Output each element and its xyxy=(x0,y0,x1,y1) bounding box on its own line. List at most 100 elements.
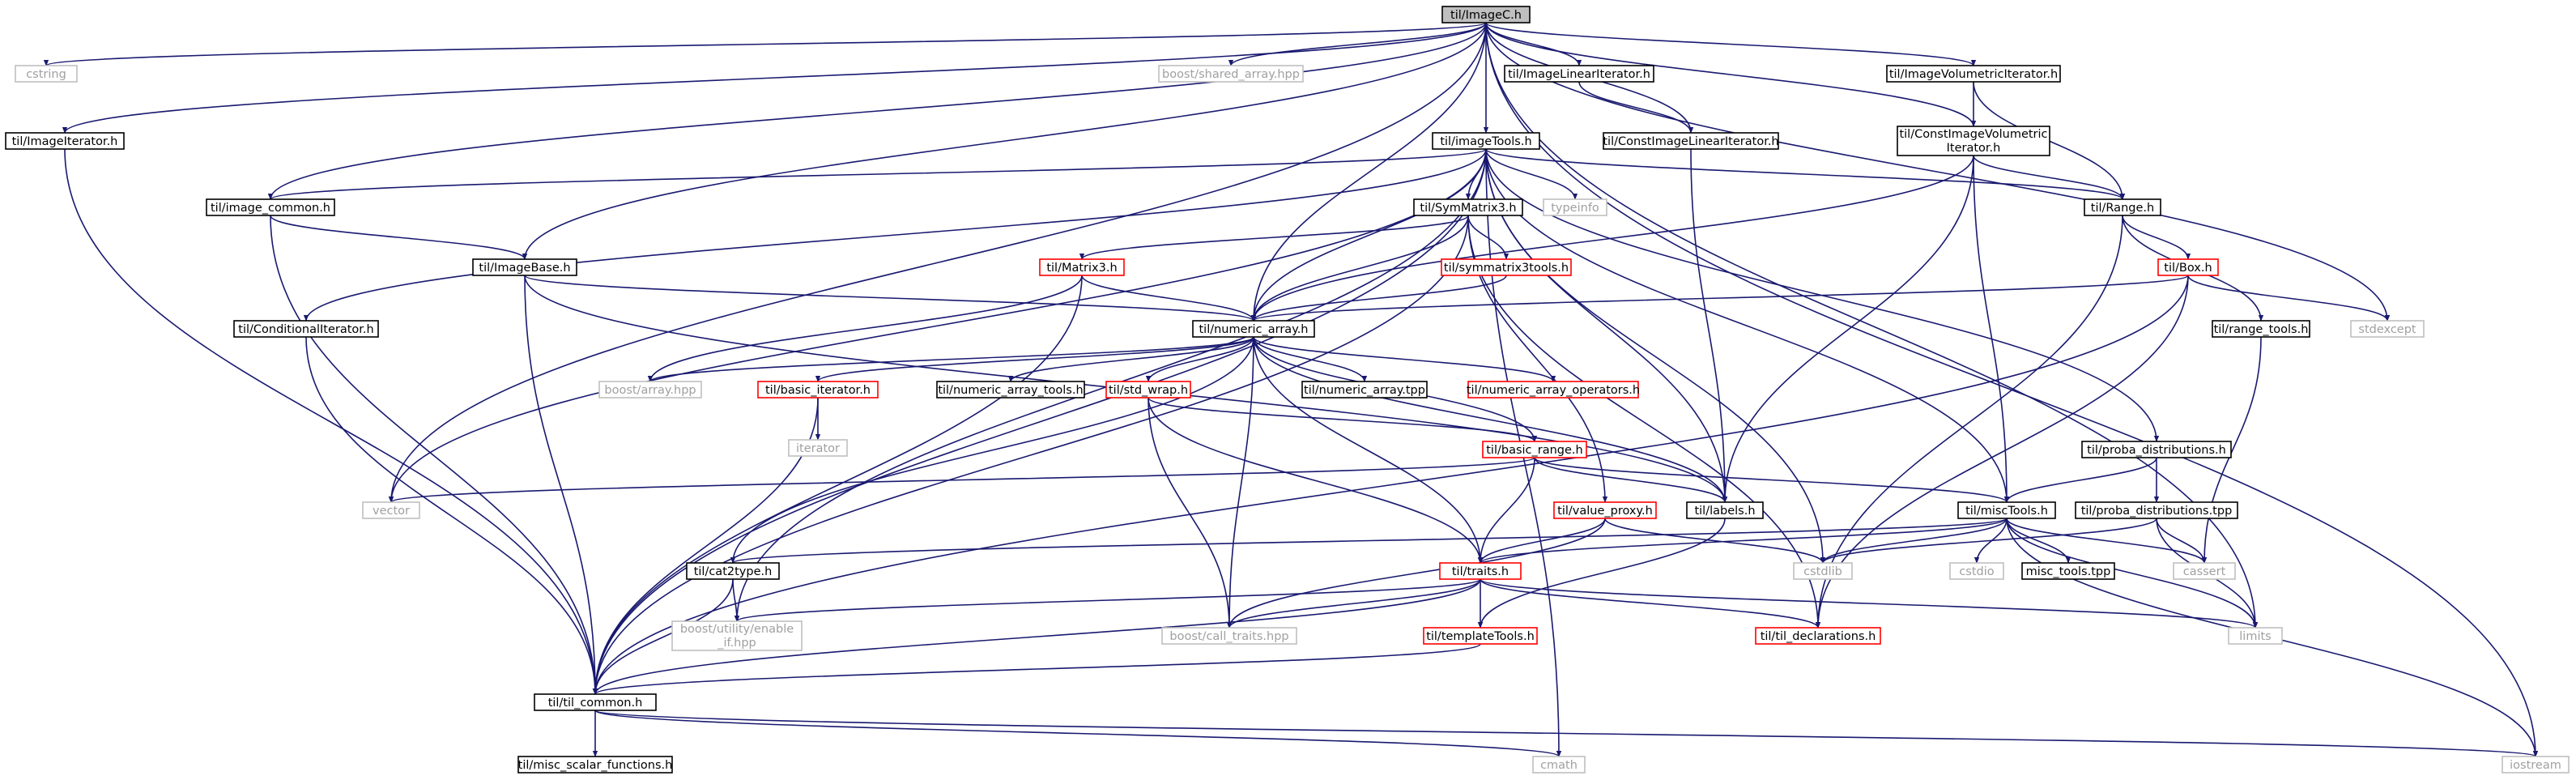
edge-imageC-to-imageIterator xyxy=(62,22,1487,134)
node-proba_distributions_tpp[interactable]: til/proba_distributions.tpp xyxy=(2075,501,2238,519)
node-label: vector xyxy=(373,505,410,518)
edge-numeric_array-to-numeric_array_operators xyxy=(1253,336,1556,382)
edge-matrix3-to-til_common xyxy=(592,275,1083,695)
node-til_declarations[interactable]: til/til_declarations.h xyxy=(1755,627,1881,645)
node-box xyxy=(206,198,335,216)
edge-imageC-to-numeric_array xyxy=(1250,22,1487,322)
node-iterator: iterator xyxy=(788,439,848,457)
node-stdexcept: stdexcept xyxy=(2350,320,2425,338)
node-range[interactable]: til/Range.h xyxy=(2084,198,2161,216)
edge-value_proxy-to-traits xyxy=(1477,518,1606,564)
node-label: til/imageTools.h xyxy=(1440,135,1531,148)
edge-numeric_array-to-numeric_array_tpp xyxy=(1253,336,1368,382)
node-cat2type[interactable]: til/cat2type.h xyxy=(686,562,780,580)
node-basic_range[interactable]: til/basic_range.h xyxy=(1482,441,1587,458)
node-numeric_array_tpp[interactable]: til/numeric_array.tpp xyxy=(1301,381,1428,399)
edge-imageIterator-to-til_common xyxy=(64,148,598,695)
node-box xyxy=(2501,756,2570,774)
node-box xyxy=(936,381,1085,399)
node-box xyxy=(1504,65,1654,83)
edge-imageBase-to-til_common xyxy=(524,275,598,695)
node-misc_scalar_functions[interactable]: til/misc_scalar_functions.h xyxy=(517,756,673,774)
node-label: _if.hpp xyxy=(717,637,756,650)
node-box xyxy=(1957,501,2056,519)
node-traits[interactable]: til/traits.h xyxy=(1439,562,1522,580)
header-nodes: til/ImageC.h cstring til/ImageIterator.h bo… xyxy=(5,6,2570,774)
node-basic_iterator[interactable]: til/basic_iterator.h xyxy=(757,381,879,399)
edge-constImageLinearIterator-to-labels xyxy=(1690,148,1728,503)
node-std_wrap[interactable]: til/std_wrap.h xyxy=(1105,381,1191,399)
node-label: stdexcept xyxy=(2358,323,2416,336)
node-labels[interactable]: til/labels.h xyxy=(1686,501,1764,519)
node-box xyxy=(2084,198,2161,216)
edge-proba_distributions-to-miscTools xyxy=(2003,457,2157,503)
node-numeric_array_tools[interactable]: til/numeric_array_tools.h xyxy=(936,381,1085,399)
node-imageBase[interactable]: til/ImageBase.h xyxy=(472,258,577,276)
node-value_proxy[interactable]: til/value_proxy.h xyxy=(1553,501,1657,519)
node-box xyxy=(2021,562,2115,580)
node-templateTools[interactable]: til/templateTools.h xyxy=(1423,627,1538,645)
node-box xyxy=(534,693,657,711)
node-imageC[interactable]: til/ImageC.h xyxy=(1441,6,1531,23)
node-label: cstring xyxy=(26,68,66,81)
node-box[interactable]: til/Box.h xyxy=(2157,258,2219,276)
node-label: til/ImageLinearIterator.h xyxy=(1508,68,1650,81)
node-imageTools[interactable]: til/imageTools.h xyxy=(1432,132,1540,150)
node-label: til/SymMatrix3.h xyxy=(1420,202,1516,215)
edge-numeric_array-to-traits xyxy=(1253,336,1484,564)
node-matrix3[interactable]: til/Matrix3.h xyxy=(1039,258,1125,276)
node-label: boost/call_traits.hpp xyxy=(1169,630,1288,643)
edge-imageTools-to-cstdlib xyxy=(1485,148,1826,564)
node-limits: limits xyxy=(2228,627,2283,645)
node-imageIterator[interactable]: til/ImageIterator.h xyxy=(5,132,125,150)
node-box xyxy=(686,562,780,580)
node-symMatrix3[interactable]: til/SymMatrix3.h xyxy=(1413,198,1523,216)
node-miscTools[interactable]: til/miscTools.h xyxy=(1957,501,2056,519)
node-label: til/misc_scalar_functions.h xyxy=(518,759,673,772)
node-misc_tools_tpp[interactable]: misc_tools.tpp xyxy=(2021,562,2115,580)
node-label: til/std_wrap.h xyxy=(1109,384,1188,397)
node-box xyxy=(1105,381,1191,399)
edge-traits-to-til_common xyxy=(592,578,1481,695)
node-box xyxy=(15,65,78,83)
node-label: til/cat2type.h xyxy=(694,565,773,578)
node-til_common[interactable]: til/til_common.h xyxy=(534,693,657,711)
node-cstdlib: cstdlib xyxy=(1793,562,1853,580)
node-numeric_array_operators[interactable]: til/numeric_array_operators.h xyxy=(1467,381,1640,399)
node-label: til/ConditionalIterator.h xyxy=(238,323,373,336)
node-box xyxy=(1039,258,1125,276)
node-box xyxy=(1161,627,1297,645)
edge-image_common-to-til_common xyxy=(270,215,598,695)
node-imageLinearIterator[interactable]: til/ImageLinearIterator.h xyxy=(1504,65,1654,83)
node-label: iostream xyxy=(2510,759,2561,772)
node-symmatrix3tools[interactable]: til/symmatrix3tools.h xyxy=(1441,258,1572,276)
node-label: til/Range.h xyxy=(2091,202,2154,215)
node-image_common[interactable]: til/image_common.h xyxy=(206,198,335,216)
edge-imageC-to-iostream xyxy=(1485,22,2539,757)
node-cmath: cmath xyxy=(1532,756,1586,774)
node-proba_distributions[interactable]: til/proba_distributions.h xyxy=(2081,441,2232,458)
node-numeric_array[interactable]: til/numeric_array.h xyxy=(1192,320,1315,338)
node-box xyxy=(233,320,379,338)
edge-imageC-to-cstring xyxy=(44,22,1487,66)
edge-miscTools-to-cstdlib xyxy=(1820,518,2008,564)
node-range_tools[interactable]: til/range_tools.h xyxy=(2212,320,2310,338)
node-constImageLinearIterator[interactable]: til/ConstImageLinearIterator.h xyxy=(1603,132,1779,150)
node-imageVolumetricIterator[interactable]: til/ImageVolumetricIterator.h xyxy=(1886,65,2061,83)
node-label: til/numeric_array.tpp xyxy=(1304,384,1425,397)
node-box xyxy=(1603,132,1779,150)
edge-symMatrix3-to-matrix3 xyxy=(1079,215,1469,260)
node-box xyxy=(598,381,702,399)
node-conditionalIterator[interactable]: til/ConditionalIterator.h xyxy=(233,320,379,338)
edge-miscTools-to-cat2type xyxy=(730,518,2008,564)
edge-templateTools-to-til_common xyxy=(593,643,1481,695)
node-label: til/ImageC.h xyxy=(1450,9,1522,22)
node-label: limits xyxy=(2239,630,2271,643)
node-label: til/traits.h xyxy=(1452,565,1509,578)
node-label: typeinfo xyxy=(1551,202,1599,215)
edge-image_common-to-imageBase xyxy=(270,215,528,260)
node-label: til/range_tools.h xyxy=(2214,323,2309,336)
node-box xyxy=(2350,320,2425,338)
edge-cat2type-to-til_common xyxy=(592,578,734,695)
